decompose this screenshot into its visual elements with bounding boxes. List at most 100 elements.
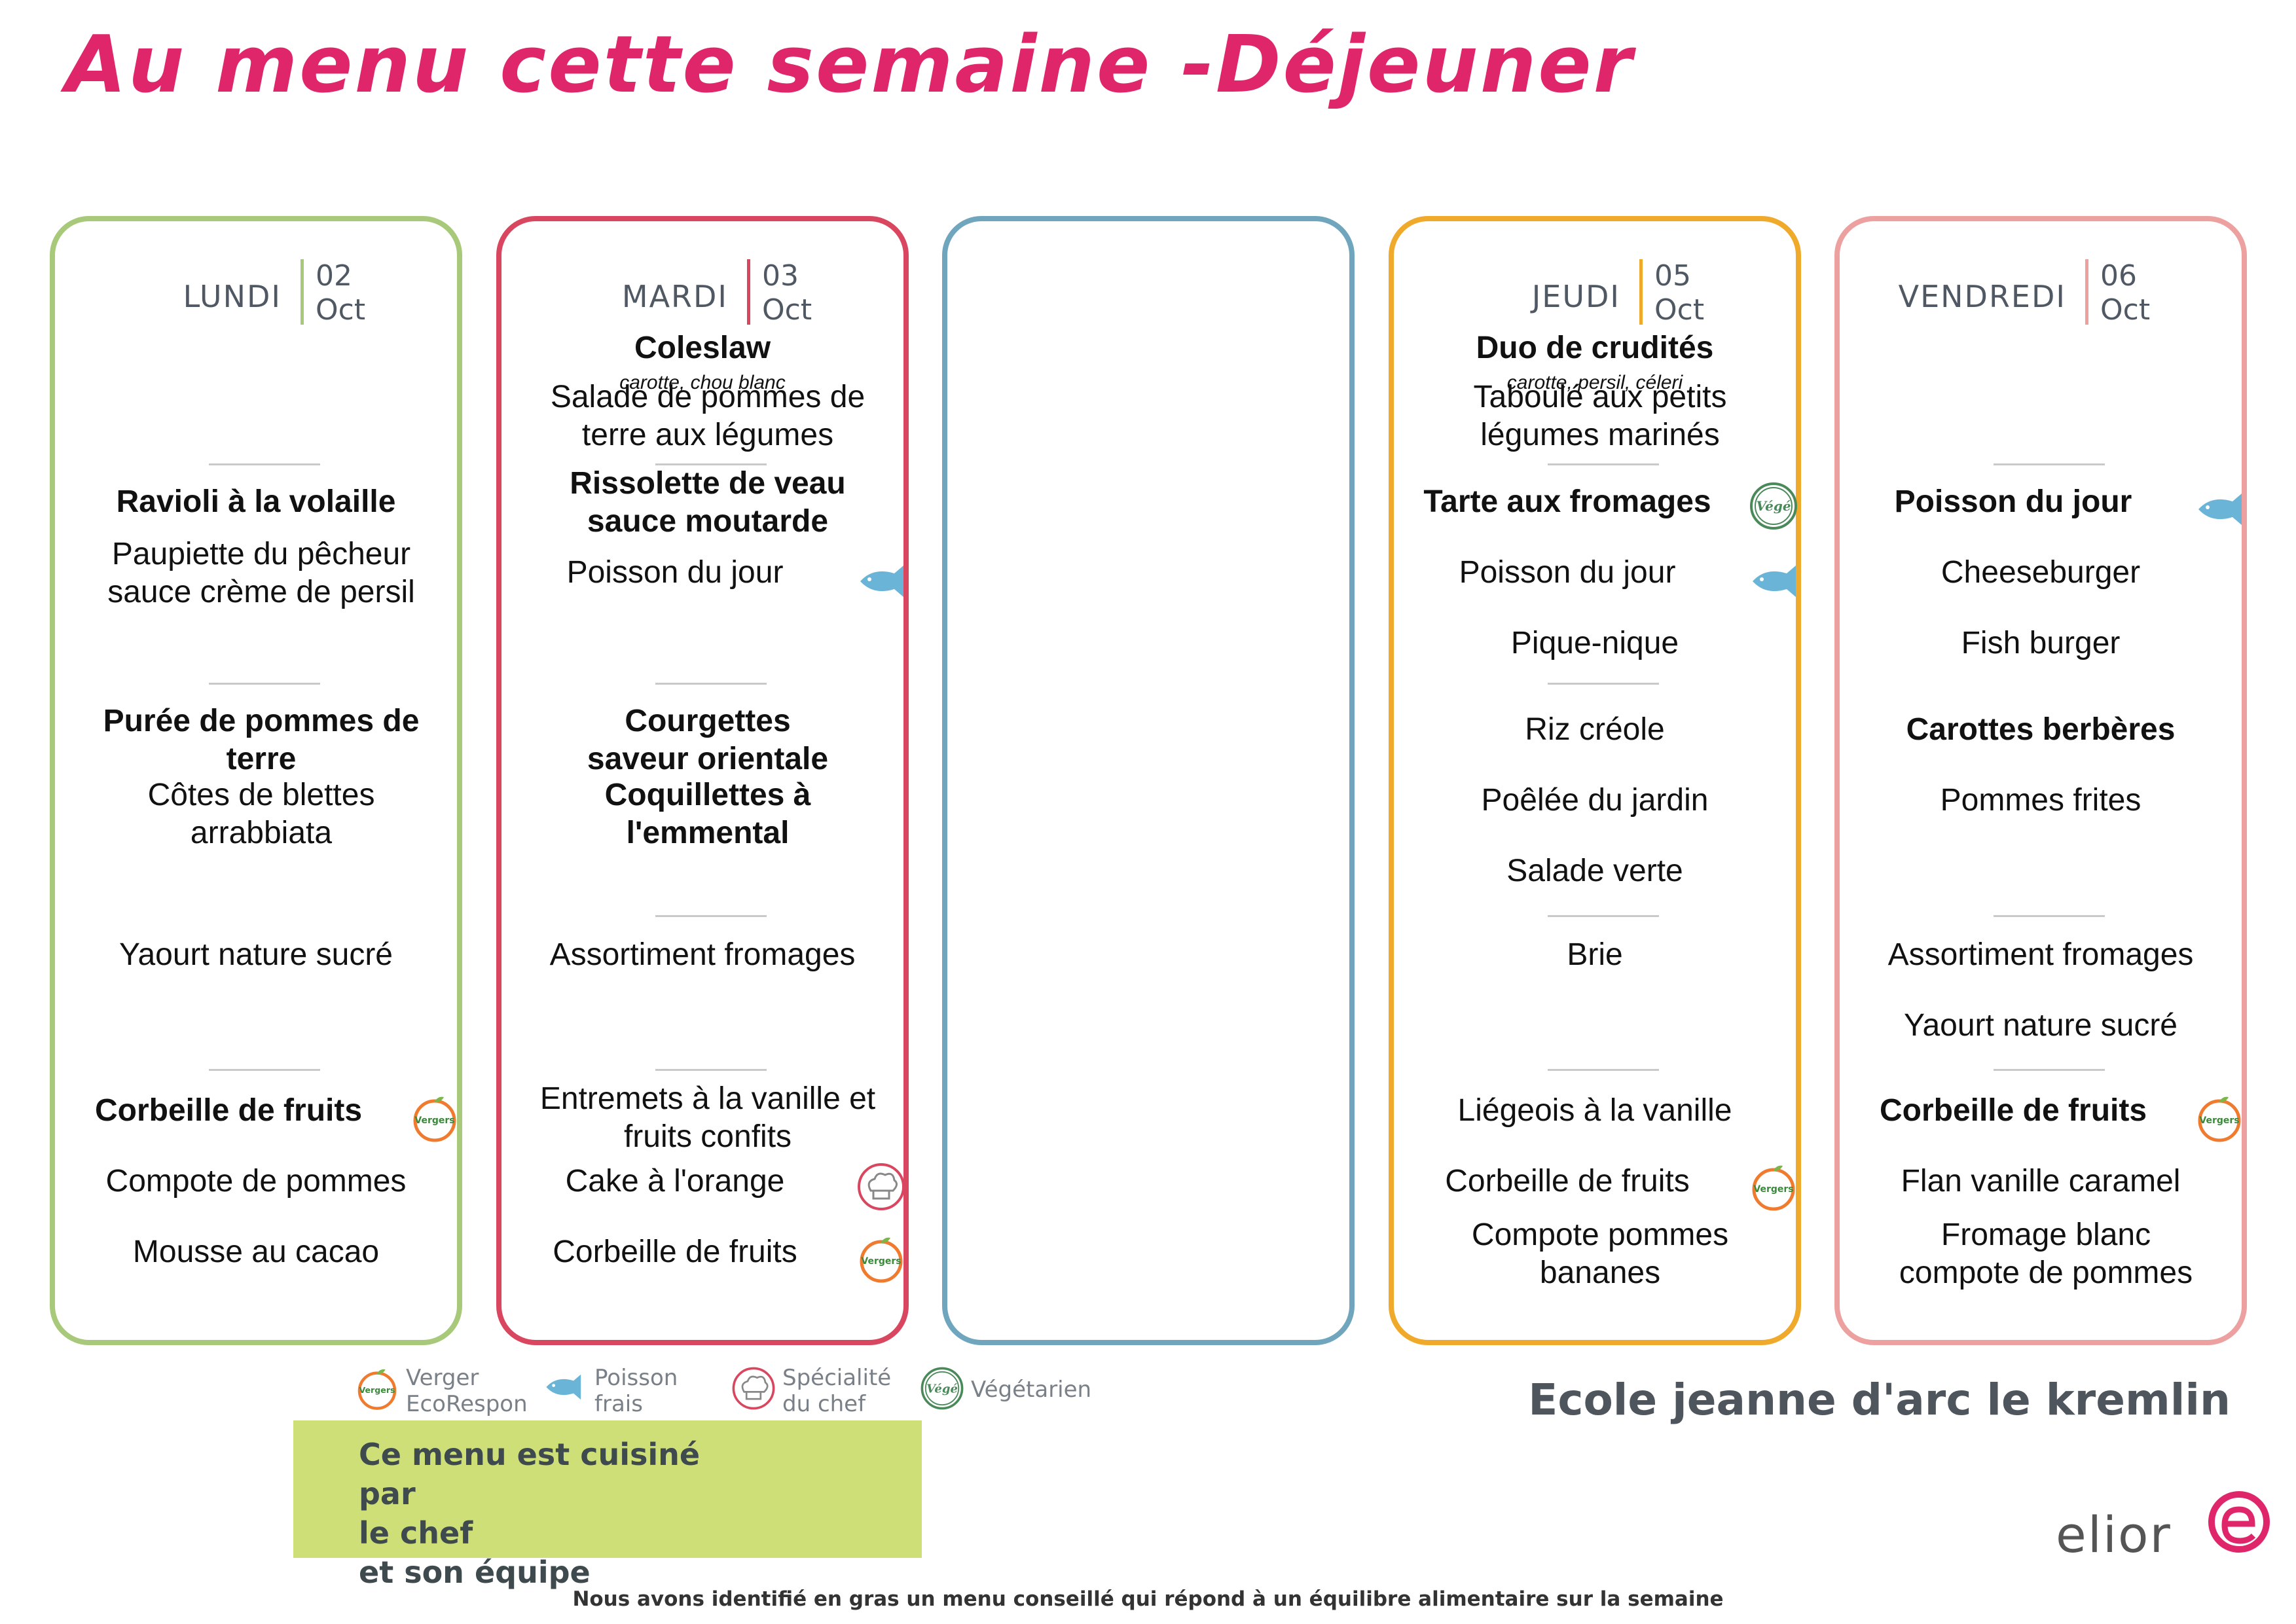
menu-item: Poêlée du jardin xyxy=(1481,783,1709,818)
menu-item: Compote de pommes xyxy=(105,1164,407,1199)
menu-item: Corbeille de fruits xyxy=(553,1235,797,1269)
header-divider xyxy=(301,259,304,325)
chef-info-text: Ce menu est cuisiné par le chef et son é… xyxy=(359,1437,701,1590)
header-divider xyxy=(2085,259,2088,325)
menu-item: Assortiment fromages xyxy=(549,937,856,972)
footer-note: Nous avons identifié en gras un menu con… xyxy=(572,1587,1724,1611)
svg-text:Vergers: Vergers xyxy=(1753,1184,1793,1195)
separator xyxy=(1548,915,1659,917)
fish-icon xyxy=(855,562,914,601)
chef-info-box: Ce menu est cuisiné par le chef et son é… xyxy=(293,1420,922,1590)
svg-text:Vergers: Vergers xyxy=(359,1385,395,1395)
verger-apple-icon: Vergers xyxy=(1747,1161,1800,1213)
svg-text:Végé: Végé xyxy=(926,1382,958,1396)
separator xyxy=(1548,683,1659,685)
menu-item: Purée de pommes de terre xyxy=(103,704,420,776)
header-divider xyxy=(747,259,750,325)
menu-item: Riz créole xyxy=(1525,712,1665,747)
menu-item: Carottes berbères xyxy=(1906,712,2176,747)
day-name: VENDREDI xyxy=(1898,279,2066,314)
menu-item: Fish burger xyxy=(1961,626,2121,660)
verger-apple-icon: Vergers xyxy=(855,1233,907,1285)
brand-logo-text: elior xyxy=(2056,1506,2172,1564)
separator xyxy=(655,1069,767,1071)
svg-text:Vergers: Vergers xyxy=(414,1115,454,1126)
menu-item: Corbeille de fruits xyxy=(94,1093,363,1128)
menu-item: Paupiette du pêcheur sauce crème de pers… xyxy=(107,537,415,609)
menu-item: Flan vanille caramel xyxy=(1901,1164,2181,1199)
fish-icon xyxy=(1747,562,1806,601)
menu-item: Cheeseburger xyxy=(1941,555,2141,590)
menu-item: Pique-nique xyxy=(1510,626,1679,660)
separator xyxy=(209,463,320,465)
chef-hat-icon xyxy=(730,1365,777,1412)
menu-item: Coleslaw xyxy=(634,331,771,365)
menu-item: Poisson du jour xyxy=(566,555,784,590)
header-divider xyxy=(1639,259,1643,325)
menu-item-subtitle: carotte, persil, céleri xyxy=(1506,372,1683,393)
menu-item: Compote pommes bananes xyxy=(1471,1218,1729,1290)
verger-apple-icon: Vergers xyxy=(409,1092,461,1144)
menu-item: Salade verte xyxy=(1506,854,1683,888)
menu-item: Assortiment fromages xyxy=(1887,937,2194,972)
menu-item: Liégeois à la vanille xyxy=(1457,1093,1732,1128)
separator xyxy=(209,1069,320,1071)
menu-item: Brie xyxy=(1567,937,1623,972)
fish-icon xyxy=(2193,490,2252,529)
day-name: LUNDI xyxy=(183,279,282,314)
menu-item: Corbeille de fruits xyxy=(1879,1093,2147,1128)
menu-item: Côtes de blettes arrabbiata xyxy=(147,778,375,850)
menu-item: Yaourt nature sucré xyxy=(118,937,393,972)
vege-badge-icon: Végé xyxy=(1747,480,1800,532)
school-name: Ecole jeanne d'arc le kremlin xyxy=(1528,1375,2231,1425)
day-column-empty xyxy=(942,216,1355,1345)
verger-apple-icon: Vergers xyxy=(354,1365,401,1412)
menu-item: Cake à l'orange xyxy=(565,1164,785,1199)
vege-badge-icon: Végé xyxy=(919,1365,966,1412)
page-title: Au menu cette semaine -Déjeuner xyxy=(65,20,1634,111)
menu-item: Pommes frites xyxy=(1940,783,2141,818)
separator xyxy=(655,915,767,917)
fish-icon xyxy=(542,1371,589,1418)
day-name: JEUDI xyxy=(1531,279,1620,314)
menu-item: Entremets à la vanille et fruits confits xyxy=(539,1081,876,1154)
menu-item: Salade de pommes de terre aux légumes xyxy=(550,380,866,452)
separator xyxy=(1994,463,2105,465)
menu-item: Coquillettes à l'emmental xyxy=(604,778,811,850)
menu-item: Rissolette de veau sauce moutarde xyxy=(570,466,846,539)
menu-item: Taboulé aux petits légumes marinés xyxy=(1473,380,1727,452)
separator xyxy=(1548,463,1659,465)
separator xyxy=(1994,1069,2105,1071)
menu-item: Courgettes saveur orientale xyxy=(587,704,829,776)
menu-item: Ravioli à la volaille xyxy=(116,484,396,519)
separator xyxy=(209,683,320,685)
menu-item: Poisson du jour xyxy=(1894,484,2132,519)
menu-item-subtitle: carotte, chou blanc xyxy=(619,372,786,393)
menu-item: Duo de crudités xyxy=(1476,331,1714,365)
verger-apple-icon: Vergers xyxy=(2193,1092,2246,1144)
svg-text:Végé: Végé xyxy=(1756,498,1791,514)
menu-item: Fromage blanc compote de pommes xyxy=(1899,1218,2193,1290)
day-name: MARDI xyxy=(621,279,728,314)
menu-item: Mousse au cacao xyxy=(132,1235,380,1269)
separator xyxy=(655,683,767,685)
menu-item: Yaourt nature sucré xyxy=(1903,1008,2178,1043)
menu-item: Tarte aux fromages xyxy=(1423,484,1711,519)
chef-hat-icon xyxy=(855,1161,907,1213)
svg-text:Vergers: Vergers xyxy=(2199,1115,2239,1126)
separator xyxy=(1548,1069,1659,1071)
menu-item: Corbeille de fruits xyxy=(1445,1164,1690,1199)
